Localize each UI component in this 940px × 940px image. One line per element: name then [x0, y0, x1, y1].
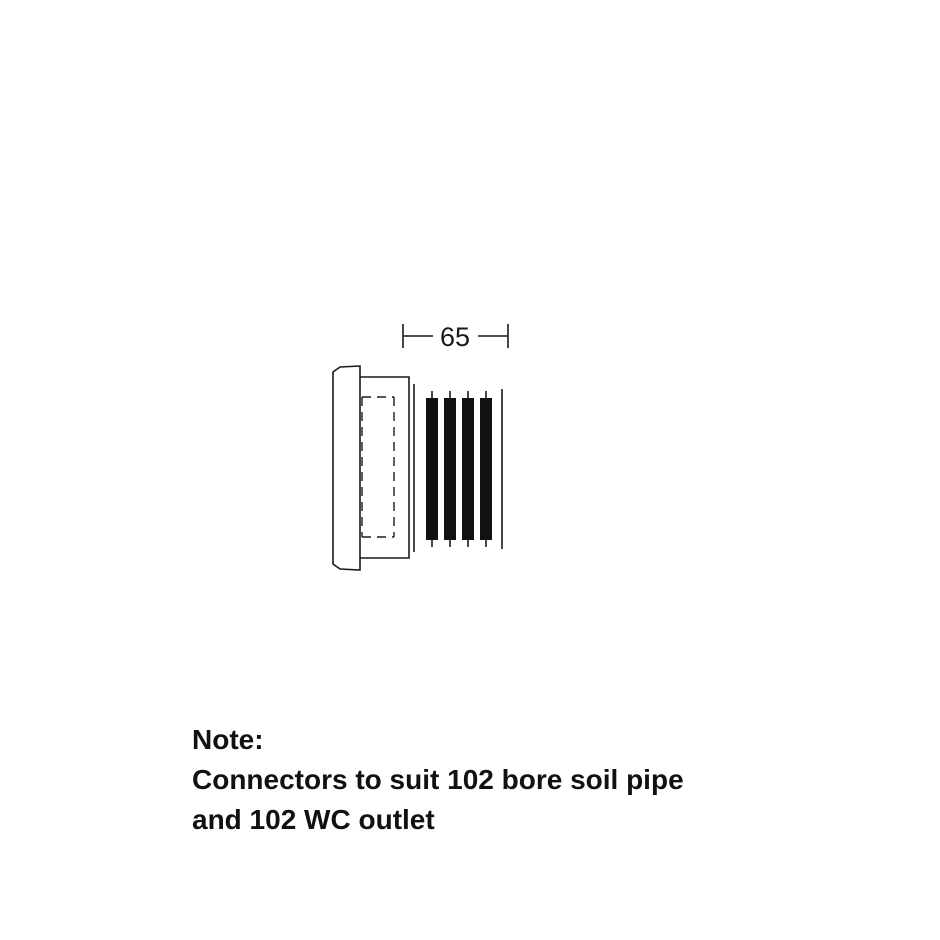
fin-bar-4 — [480, 398, 492, 540]
body-outline — [360, 376, 410, 559]
socket-flange — [332, 365, 361, 571]
note-title: Note: — [192, 724, 264, 755]
flange-outline — [332, 365, 361, 571]
note-line-2: and 102 WC outlet — [192, 804, 435, 835]
fin-bar-2 — [444, 398, 456, 540]
note-line-1: Connectors to suit 102 bore soil pipe — [192, 764, 684, 795]
hidden-bore-dashed — [361, 396, 395, 538]
finned-spigot — [426, 389, 503, 549]
fin-bar-1 — [426, 398, 438, 540]
dimension-value-label: 65 — [440, 322, 470, 352]
fin-bar-3 — [462, 398, 474, 540]
connector-body — [360, 376, 415, 559]
dimension-line-65: 65 — [402, 322, 509, 352]
note-block: Note: Connectors to suit 102 bore soil p… — [192, 720, 832, 840]
